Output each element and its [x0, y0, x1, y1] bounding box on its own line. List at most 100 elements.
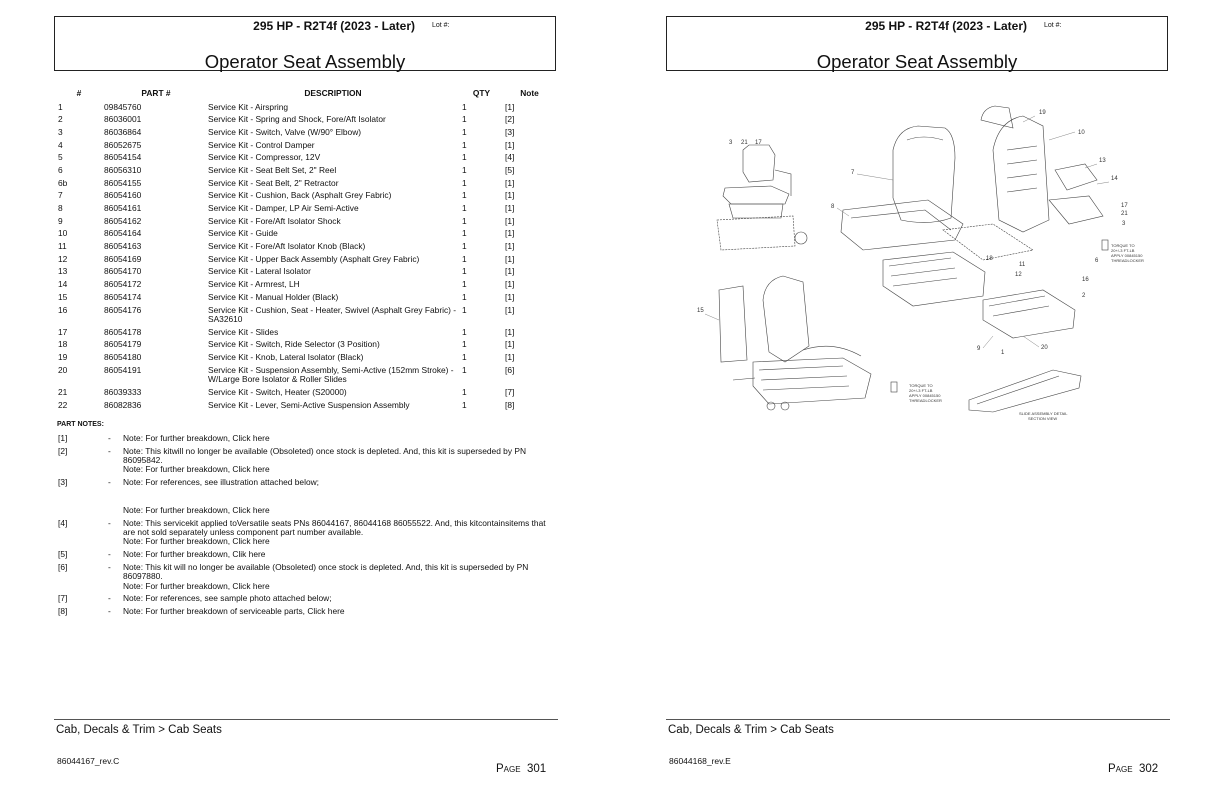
callout-21: 21	[741, 140, 748, 146]
part-number-cell: 86054172	[104, 279, 142, 290]
note-ref-cell[interactable]: [5]	[505, 164, 515, 175]
note-ref-label: [2]	[58, 445, 68, 456]
part-number-cell: 86054191	[104, 364, 142, 375]
page-number-value: 302	[1138, 763, 1159, 775]
part-note: [5]-Note: For further breakdown, Clik he…	[58, 549, 558, 560]
note-dash: -	[108, 593, 111, 604]
page-word: Page	[1108, 763, 1133, 775]
note-ref-cell[interactable]: [2]	[505, 114, 515, 125]
note-text[interactable]: Note: This kit will no longer be availab…	[123, 562, 529, 591]
note-ref-cell[interactable]: [1]	[505, 279, 515, 290]
part-number-cell: 86054176	[104, 304, 142, 315]
part-number-cell: 86054164	[104, 228, 142, 239]
row-number-cell: 17	[58, 326, 68, 337]
leader-lines	[704, 115, 1110, 349]
quantity-cell: 1	[462, 266, 467, 277]
description-cell: Service Kit - Suspension Assembly, Semi-…	[208, 364, 454, 385]
callout-6: 6	[1095, 258, 1099, 264]
quantity-cell: 1	[462, 326, 467, 337]
breadcrumb[interactable]: Cab, Decals & Trim > Cab Seats	[668, 724, 834, 736]
note-text[interactable]: Note: This servicekit applied toVersatil…	[123, 517, 546, 547]
quantity-cell: 1	[462, 101, 467, 112]
quantity-cell: 1	[462, 387, 467, 398]
note-ref-label: [4]	[58, 517, 68, 528]
torque-note-1-line-1: TORQUE TO	[1111, 243, 1135, 248]
document-number: 86044168_rev.E	[669, 756, 731, 766]
part-note: [6]-Note: This kit will no longer be ava…	[58, 562, 558, 591]
quantity-cell: 1	[462, 164, 467, 175]
note-ref-cell[interactable]: [1]	[505, 266, 515, 277]
note-dash: -	[108, 549, 111, 560]
row-number-cell: 6	[58, 164, 63, 175]
description-cell: Service Kit - Cushion, Back (Asphalt Gre…	[208, 190, 392, 201]
row-number-cell: 4	[58, 139, 63, 150]
note-ref-cell[interactable]: [1]	[505, 215, 515, 226]
torque-note-1: TORQUE TO 20+/-3 FT-LB APPLY 00845150 TH…	[1101, 239, 1144, 263]
note-dash: -	[108, 433, 111, 443]
col-header-part: PART #	[141, 87, 171, 98]
seat-cushion	[840, 199, 964, 251]
quantity-cell: 1	[462, 279, 467, 290]
part-number-cell: 86054154	[104, 152, 142, 163]
page-word: Page	[496, 763, 521, 775]
note-ref-cell[interactable]: [1]	[505, 228, 515, 239]
note-ref-cell[interactable]: [1]	[505, 304, 515, 315]
description-cell: Service Kit - Lateral Isolator	[208, 266, 311, 277]
description-cell: Service Kit - Armrest, LH	[208, 279, 300, 290]
quantity-cell: 1	[462, 352, 467, 363]
callout-9: 9	[977, 346, 981, 352]
torque-note-2-line-4: THREADLOCKER	[909, 398, 942, 403]
part-number-cell: 86036864	[104, 126, 142, 137]
row-number-cell: 5	[58, 152, 63, 163]
note-ref-cell[interactable]: [1]	[505, 190, 515, 201]
quantity-cell: 1	[462, 253, 467, 264]
note-ref-cell[interactable]: [1]	[505, 101, 515, 112]
callout-8: 8	[831, 204, 835, 210]
note-ref-cell[interactable]: [7]	[505, 387, 515, 398]
note-text[interactable]: Note: This kitwill no longer be availabl…	[123, 445, 526, 475]
callout-17b: 17	[1121, 203, 1128, 209]
note-ref-cell[interactable]: [1]	[505, 203, 515, 213]
note-ref-cell[interactable]: [1]	[505, 177, 515, 188]
note-ref-cell[interactable]: [6]	[505, 364, 515, 375]
note-text[interactable]: Note: For further breakdown of serviceab…	[123, 606, 345, 617]
note-text[interactable]: Note: For further breakdown, Click here	[123, 433, 270, 443]
note-ref-cell[interactable]: [1]	[505, 241, 515, 252]
note-ref-cell[interactable]: [4]	[505, 152, 515, 163]
seat-exploded-view: TORQUE TO 20+/-3 FT-LB APPLY 00845150 TH…	[697, 105, 1144, 421]
callout-18: 18	[986, 256, 993, 262]
callout-3b: 3	[1122, 221, 1126, 227]
row-number-cell: 18	[58, 339, 68, 350]
note-ref-cell[interactable]: [1]	[505, 253, 515, 264]
note-ref-cell[interactable]: [1]	[505, 326, 515, 337]
callout-13: 13	[1099, 158, 1106, 164]
section-title: Operator Seat Assembly	[204, 51, 406, 72]
note-text[interactable]: Note: For references, see sample photo a…	[123, 593, 332, 604]
row-number-cell: 11	[58, 241, 67, 252]
row-number-cell: 20	[58, 364, 68, 375]
callout-15: 15	[697, 308, 704, 314]
note-ref-cell[interactable]: [8]	[505, 399, 515, 410]
lot-label: Lot #:	[1044, 22, 1062, 29]
description-cell: Service Kit - Airspring	[208, 101, 289, 112]
note-ref-cell[interactable]: [1]	[505, 339, 515, 350]
quantity-cell: 1	[462, 291, 467, 302]
quantity-cell: 1	[462, 177, 467, 188]
seat-frame	[942, 105, 1104, 261]
callout-17: 17	[755, 140, 762, 146]
note-ref-cell[interactable]: [3]	[505, 126, 515, 137]
note-ref-cell[interactable]: [1]	[505, 139, 515, 150]
note-ref-cell[interactable]: [1]	[505, 352, 515, 363]
breadcrumb[interactable]: Cab, Decals & Trim > Cab Seats	[56, 724, 222, 736]
note-text[interactable]: Note: For references, see illustration a…	[123, 477, 319, 516]
note-ref-cell[interactable]: [1]	[505, 291, 515, 302]
torque-note-2-line-3: APPLY 00845150	[909, 393, 941, 398]
note-text[interactable]: Note: For further breakdown, Clik here	[123, 549, 266, 560]
table-header-row: # PART # DESCRIPTION QTY Note	[54, 87, 554, 101]
part-number-cell: 86056310	[104, 164, 142, 175]
